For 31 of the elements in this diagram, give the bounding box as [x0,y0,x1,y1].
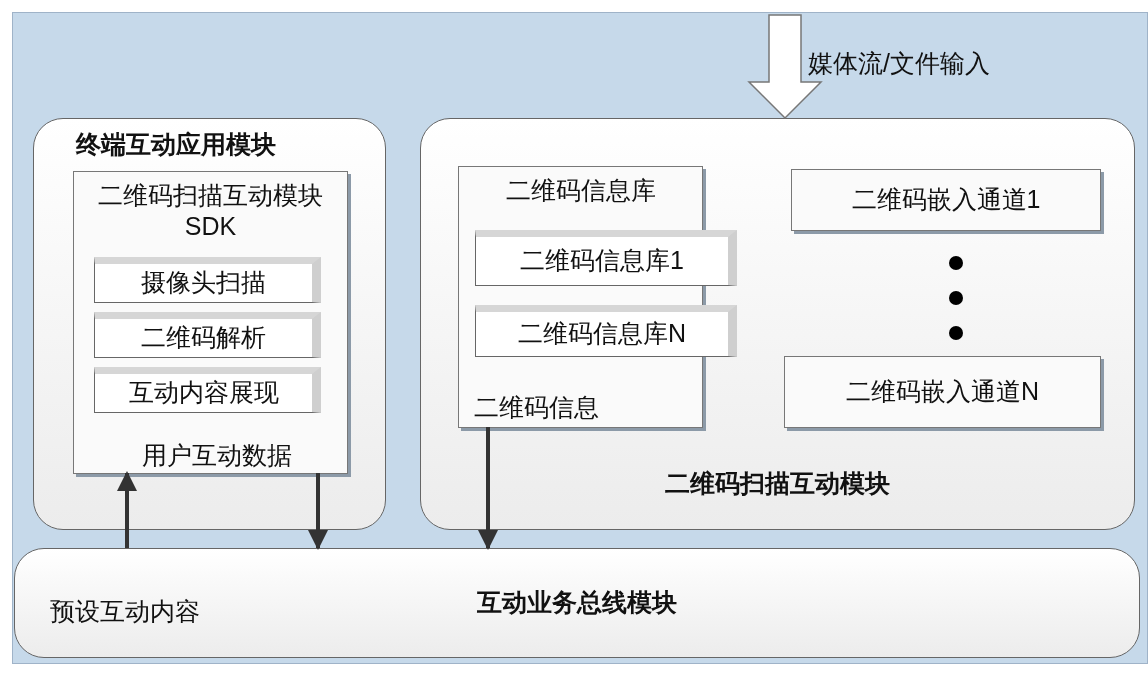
arrow [308,473,328,550]
edge-label: 媒体流/文件输入 [808,48,990,78]
module-panel [791,169,1101,231]
module-box [33,118,386,530]
module-box [420,118,1135,530]
node-label: 二维码信息库N [517,318,687,350]
node-label: 摄像头扫描 [141,267,266,299]
node-label: 二维码信息库1 [520,245,684,277]
module-panel [73,171,348,474]
module-title: 二维码扫描互动模块 [665,467,890,499]
node-label: 二维码嵌入通道1 [851,184,1041,216]
edge-label: 预设互动内容 [50,596,200,626]
module-title: 终端互动应用模块 [76,129,276,160]
raised-block [94,312,321,358]
module-title: 二维码信息库 [505,175,656,206]
arrow [478,427,498,550]
module-box [14,548,1140,658]
edge-label: 用户互动数据 [142,440,292,470]
node-label: 互动业务总线模块 [477,587,677,619]
node-label: 二维码嵌入通道N [845,376,1040,408]
raised-block [94,257,321,303]
raised-block [475,305,737,357]
raised-block [475,230,737,286]
module-panel [784,356,1101,428]
edge-label: 二维码信息 [474,392,599,422]
arrow [117,471,137,548]
block-arrow [747,14,823,120]
module-title: 二维码扫描互动模块SDK [97,180,324,243]
node-label: 互动内容展现 [128,377,279,409]
raised-block [94,367,321,413]
node-label: 二维码解析 [141,322,266,354]
